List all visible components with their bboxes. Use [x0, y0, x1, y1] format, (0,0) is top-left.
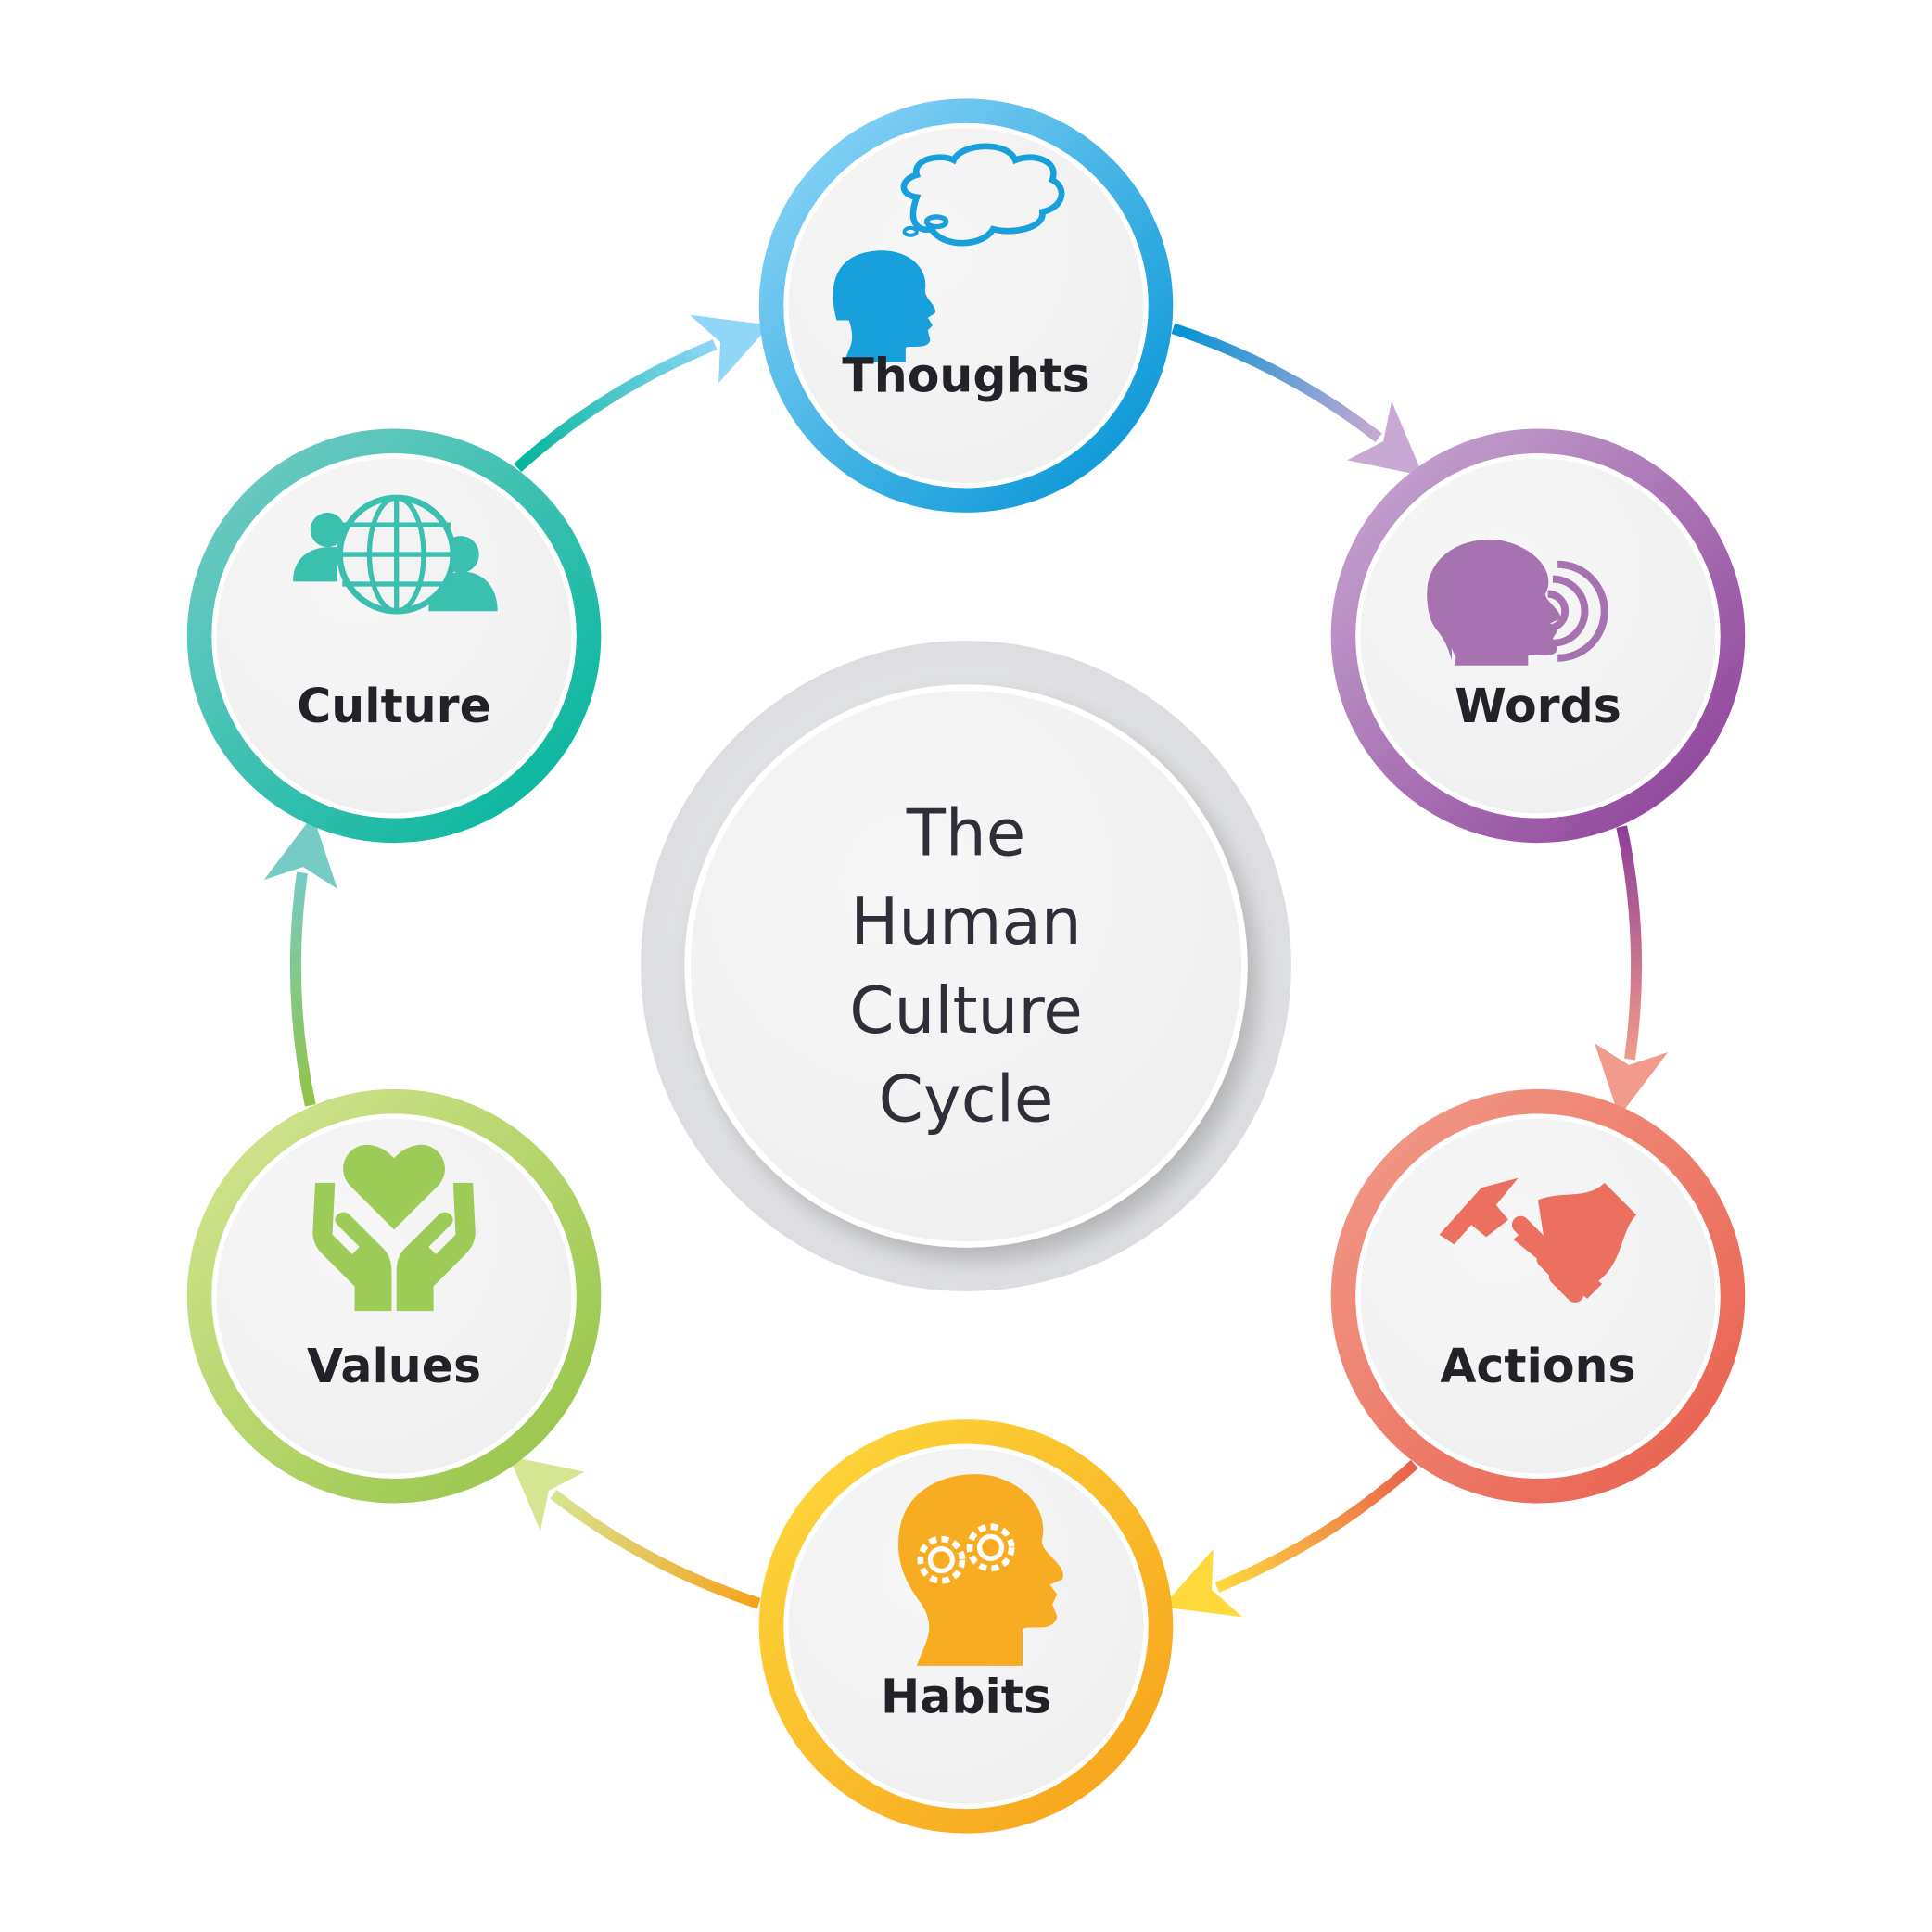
arrow-head	[1347, 400, 1424, 477]
center-inner-disc	[684, 684, 1248, 1248]
arrow-shaft	[1171, 323, 1382, 442]
title-line-4: Cycle	[879, 1062, 1054, 1137]
node-ring	[186, 1088, 602, 1504]
node-inner-rim	[783, 1443, 1149, 1810]
arrow-head	[1595, 1043, 1669, 1117]
arrow-head	[263, 815, 337, 889]
people-globe-icon	[293, 494, 498, 615]
node-habits: Habits	[758, 1419, 1174, 1834]
title-line-3: Culture	[849, 974, 1083, 1049]
node-label: Habits	[881, 1669, 1051, 1723]
node-inner-rim	[1355, 1113, 1721, 1479]
hands-heart-icon	[312, 1144, 476, 1312]
arrow-shaft	[1616, 825, 1642, 1061]
cycle-arrows	[263, 314, 1669, 1618]
center-hub: The Human Culture Cycle	[641, 641, 1291, 1291]
node-culture: Culture	[186, 428, 602, 844]
title-line-1: The	[906, 796, 1026, 871]
arrow-shaft	[514, 339, 718, 473]
arrow-shaft	[550, 1490, 761, 1609]
node-label: Words	[1455, 679, 1621, 733]
node-inner-rim	[783, 122, 1149, 489]
node-ring	[1330, 1088, 1746, 1504]
head-thought-cloud-icon	[833, 143, 1065, 362]
node-ring	[186, 428, 602, 844]
node-words: Words	[1330, 428, 1746, 844]
node-actions: Actions	[1330, 1088, 1746, 1504]
node-label: Actions	[1440, 1339, 1635, 1393]
node-inner-rim	[211, 453, 577, 819]
node-inner-rim	[211, 1113, 577, 1479]
arrow-shaft	[1214, 1459, 1418, 1593]
node-thoughts: Thoughts	[758, 98, 1174, 513]
node-label: Thoughts	[842, 349, 1089, 403]
head-gears-icon	[898, 1474, 1063, 1666]
arrow-head	[689, 314, 770, 384]
node-values: Values	[186, 1088, 602, 1504]
node-inner-rim	[1355, 453, 1721, 819]
hand-hammer-icon	[1439, 1177, 1637, 1303]
arrow-head	[508, 1455, 585, 1532]
node-label: Culture	[297, 679, 491, 733]
arrow-head	[1162, 1548, 1243, 1618]
node-label: Values	[307, 1339, 481, 1393]
head-speaking-icon	[1427, 539, 1608, 666]
node-ring	[758, 98, 1174, 513]
arrow-shaft	[290, 871, 316, 1107]
title-line-2: Human	[850, 885, 1081, 960]
